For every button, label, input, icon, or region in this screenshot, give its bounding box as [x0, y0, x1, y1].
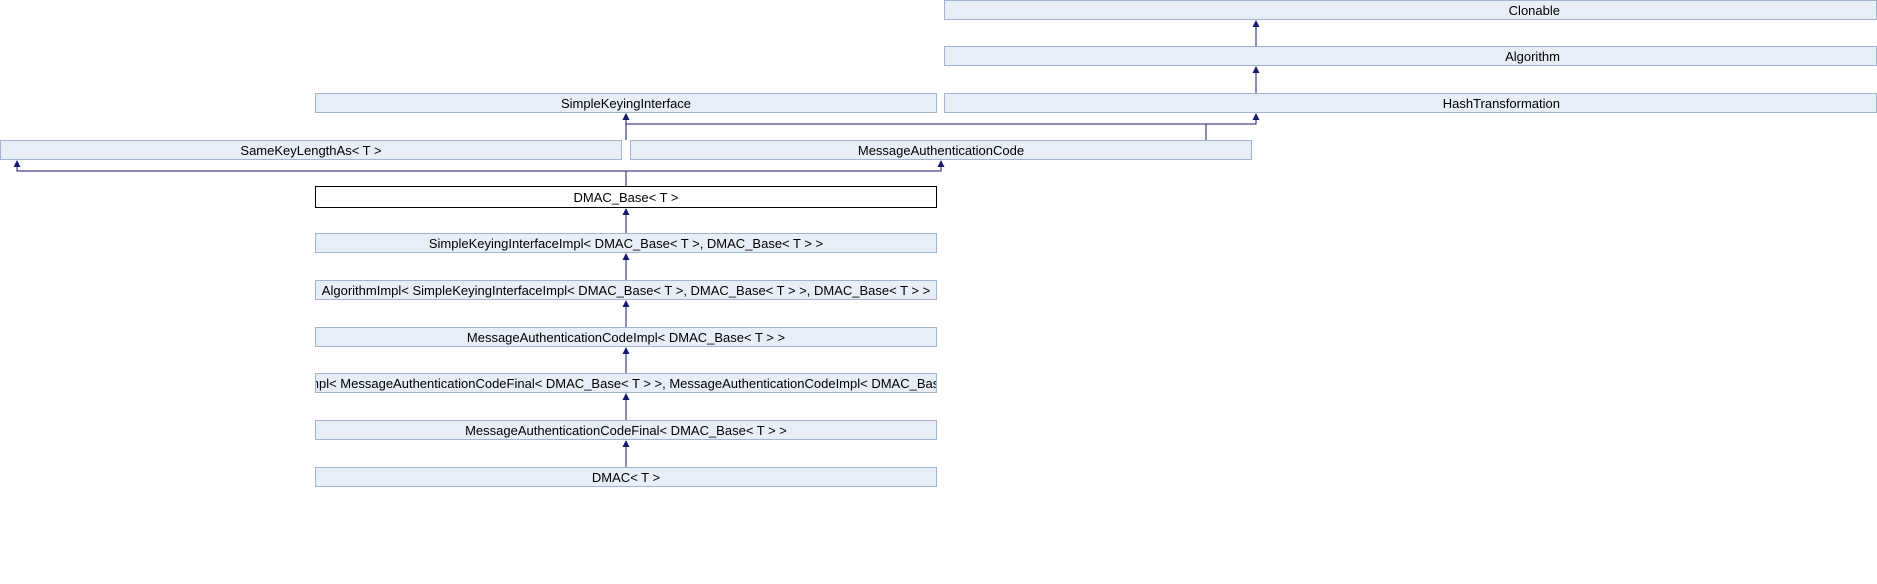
inheritance-edge-dmacbase-to-samekeylength: [13, 160, 627, 186]
class-node-dmac-base[interactable]: DMAC_Base< T >: [315, 186, 937, 208]
class-node-message-authentication-code-impl[interactable]: MessageAuthenticationCodeImpl< DMAC_Base…: [315, 327, 937, 347]
arrowhead-icon: [1252, 20, 1260, 27]
arrowhead-icon: [622, 208, 630, 215]
class-node-clonable[interactable]: Clonable: [944, 0, 1877, 20]
class-node-label: SimpleKeyingInterface: [560, 95, 692, 111]
inheritance-edge-dmac-to-mac-final: [622, 440, 630, 467]
arrowhead-icon: [937, 160, 945, 167]
inheritance-edge-dmacbase-to-mac: [625, 160, 945, 186]
class-node-label: SameKeyLengthAs< T >: [240, 142, 382, 158]
arrowhead-icon: [622, 347, 630, 354]
arrowhead-icon: [622, 440, 630, 447]
class-node-algorithm-impl[interactable]: AlgorithmImpl< SimpleKeyingInterfaceImpl…: [315, 280, 937, 300]
arrowhead-icon: [1252, 113, 1260, 120]
inheritance-edge-ski-impl-to-dmacbase: [622, 208, 630, 233]
arrowhead-icon: [13, 160, 21, 167]
inheritance-edge-mac-to-simplekeying: [622, 113, 1207, 140]
class-node-algorithm[interactable]: Algorithm: [944, 46, 1877, 66]
class-node-simple-keying-interface[interactable]: SimpleKeyingInterface: [315, 93, 937, 113]
arrowhead-icon: [622, 300, 630, 307]
inheritance-edge-algorithm-impl-to-ski-impl: [622, 253, 630, 280]
class-node-simple-keying-interface-impl[interactable]: SimpleKeyingInterfaceImpl< DMAC_Base< T …: [315, 233, 937, 253]
inheritance-edge-samekeylength-to-simplekeying: [622, 113, 630, 140]
inheritance-edge-clonable-impl-to-mac-impl: [622, 347, 630, 373]
class-node-label: ClonableImpl< MessageAuthenticationCodeF…: [316, 375, 936, 391]
arrowhead-icon: [622, 113, 630, 120]
class-node-dmac[interactable]: DMAC< T >: [315, 467, 937, 487]
arrowhead-icon: [622, 113, 630, 120]
arrowhead-icon: [622, 253, 630, 260]
class-node-label: Algorithm: [1505, 48, 1560, 64]
inheritance-edge-hashtransformation-to-algorithm: [1252, 66, 1260, 93]
inheritance-edge-mac-final-to-clonable-impl: [622, 393, 630, 420]
class-node-message-authentication-code-final[interactable]: MessageAuthenticationCodeFinal< DMAC_Bas…: [315, 420, 937, 440]
class-node-label: MessageAuthenticationCodeImpl< DMAC_Base…: [466, 329, 786, 345]
arrowhead-icon: [622, 393, 630, 400]
class-node-label: SimpleKeyingInterfaceImpl< DMAC_Base< T …: [428, 235, 824, 251]
class-node-label: Clonable: [1508, 2, 1560, 18]
class-node-same-key-length-as[interactable]: SameKeyLengthAs< T >: [0, 140, 622, 160]
class-node-label: AlgorithmImpl< SimpleKeyingInterfaceImpl…: [321, 282, 931, 298]
class-node-label: MessageAuthenticationCodeFinal< DMAC_Bas…: [465, 422, 787, 438]
class-node-label: MessageAuthenticationCode: [857, 142, 1025, 158]
class-node-label: HashTransformation: [1442, 95, 1560, 111]
arrowhead-icon: [1252, 66, 1260, 73]
class-node-label: DMAC< T >: [591, 469, 661, 485]
class-node-label: DMAC_Base< T >: [573, 189, 679, 205]
inheritance-edge-algorithm-to-clonable: [1252, 20, 1260, 46]
class-node-hash-transformation[interactable]: HashTransformation: [944, 93, 1877, 113]
inheritance-edge-mac-impl-to-algorithm-impl: [622, 300, 630, 327]
class-node-clonable-impl[interactable]: ClonableImpl< MessageAuthenticationCodeF…: [315, 373, 937, 393]
inheritance-edge-mac-to-hashtransformation: [1205, 113, 1260, 140]
class-node-message-authentication-code[interactable]: MessageAuthenticationCode: [630, 140, 1252, 160]
